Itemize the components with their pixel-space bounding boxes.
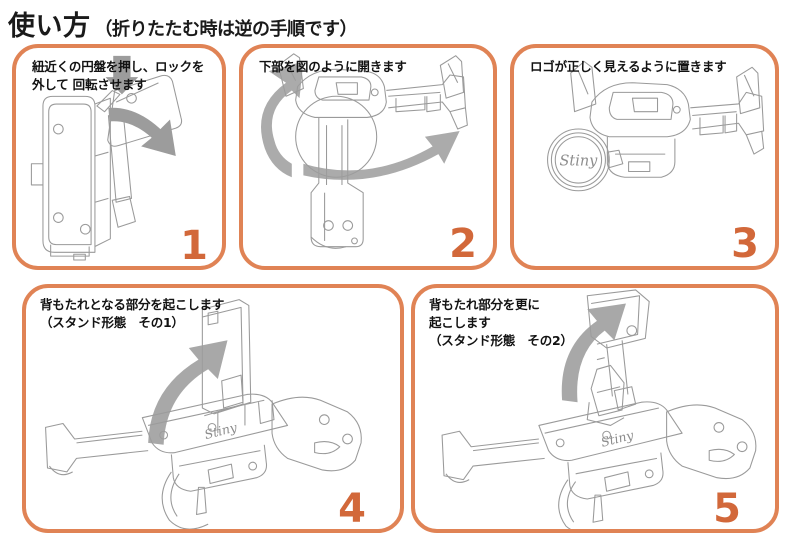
page-title-main: 使い方	[8, 11, 91, 42]
step-caption-4: 背もたれとなる部分を起こします （スタンド形態 その1）	[40, 297, 225, 331]
step-panel-4: 背もたれとなる部分を起こします （スタンド形態 その1）	[22, 284, 404, 533]
step-illustration-3: Stiny	[514, 48, 775, 266]
step-caption-2: 下部を図のように開きます	[259, 59, 407, 74]
step-number-3: 3	[731, 221, 759, 267]
step-illustration-5: Stiny	[415, 288, 775, 529]
logo-text-step-3: Stiny	[560, 154, 599, 170]
step-number-1: 1	[180, 223, 208, 269]
page-title-subtitle: （折りたたむ時は逆の手順です）	[94, 19, 358, 40]
page-title: 使い方 （折りたたむ時は逆の手順です）	[8, 4, 357, 43]
step-panel-2: 下部を図のように開きます	[239, 44, 497, 270]
step-number-2: 2	[449, 221, 477, 267]
step-panel-1: 紐近くの円盤を押し、ロックを 外して 回転させます	[12, 44, 226, 270]
step-illustration-1	[16, 48, 222, 266]
step-number-5: 5	[713, 486, 741, 532]
step-panel-3: ロゴが正しく見えるように置きます	[510, 44, 779, 270]
step-illustration-2	[243, 48, 493, 266]
step-number-4: 4	[338, 486, 366, 532]
step-panel-5: 背もたれ部分を更に 起こします （スタンド形態 その2）	[411, 284, 779, 533]
step-caption-3: ロゴが正しく見えるように置きます	[530, 59, 727, 74]
step-caption-5: 背もたれ部分を更に 起こします （スタンド形態 その2）	[429, 297, 573, 349]
step-illustration-4: Stiny	[26, 288, 400, 529]
step-caption-1: 紐近くの円盤を押し、ロックを 外して 回転させます	[32, 59, 205, 93]
